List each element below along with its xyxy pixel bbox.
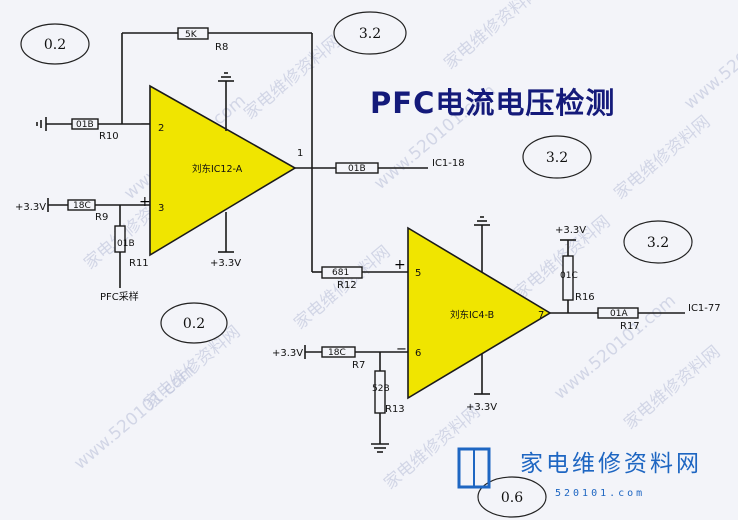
output-label: IC1-18 — [432, 158, 465, 169]
opamp-label: 刘东IC12-A — [192, 163, 243, 175]
voltage-bubble: 0.2 — [20, 23, 90, 65]
ground-symbol — [474, 216, 490, 272]
svg-text:R8: R8 — [215, 42, 228, 53]
svg-text:R10: R10 — [99, 131, 119, 142]
svg-text:681: 681 — [332, 268, 349, 278]
logo-text: 家电维修资料网 — [520, 451, 702, 477]
watermark-text: 家电维修资料网 — [620, 342, 724, 434]
resistor-ic1-18: 01B — [335, 162, 379, 174]
svg-text:R17: R17 — [620, 321, 640, 332]
svg-text:R7: R7 — [352, 360, 365, 371]
output-label: IC1-77 — [688, 303, 721, 314]
resistor-r8: 5K R8 — [177, 27, 228, 53]
plus-sign: + — [394, 257, 406, 273]
svg-text:3.2: 3.2 — [359, 26, 381, 42]
resistor-r13: 52B R13 — [372, 370, 405, 415]
logo-url: 520101.com — [555, 488, 645, 499]
ground-symbol — [218, 72, 234, 131]
svg-text:3.2: 3.2 — [647, 235, 669, 251]
watermark-layer: 家电维修资料网 家电维修资料网 家电维修资料网 家电维修资料网 家电维修资料网 … — [70, 0, 738, 494]
svg-text:01B: 01B — [117, 239, 135, 249]
svg-text:3.2: 3.2 — [546, 150, 568, 166]
svg-text:0.2: 0.2 — [44, 37, 66, 53]
opamp-label: 刘东IC4-B — [450, 309, 494, 321]
watermark-url: www.520101.com — [680, 1, 738, 114]
svg-text:R16: R16 — [575, 292, 595, 303]
svg-text:R9: R9 — [95, 212, 108, 223]
voltage-bubble: 3.2 — [522, 135, 592, 179]
supply-label: +3.3V — [555, 225, 586, 236]
ground-symbol — [371, 443, 389, 453]
ground-symbol — [36, 117, 47, 131]
pin-number: 5 — [415, 268, 421, 279]
svg-text:R11: R11 — [129, 258, 149, 269]
watermark-text: 家电维修资料网 — [240, 32, 344, 124]
svg-text:5K: 5K — [185, 30, 198, 40]
diagram-title: PFC电流电压检测 — [370, 86, 615, 120]
supply-label: +3.3V — [466, 402, 497, 413]
pin-number: 2 — [158, 123, 164, 134]
svg-text:18C: 18C — [73, 201, 91, 211]
svg-text:52B: 52B — [372, 384, 390, 394]
opamp-ic4-b — [407, 226, 552, 400]
pin-number: 6 — [415, 348, 421, 359]
watermark-url: www.520101.com — [70, 361, 199, 474]
site-logo: 家电维修资料网 520101.com — [457, 447, 702, 499]
svg-text:01B: 01B — [76, 120, 94, 130]
resistor-r7: 18C R7 — [321, 346, 365, 371]
pin-number: 1 — [297, 148, 303, 159]
opamp-ic12-a — [149, 84, 297, 257]
watermark-text: 家电维修资料网 — [440, 0, 544, 74]
supply-label: +3.3V — [272, 348, 303, 359]
svg-text:01C: 01C — [560, 271, 578, 281]
voltage-bubble: 3.2 — [623, 220, 693, 264]
voltage-bubble: 3.2 — [333, 11, 407, 55]
plus-sign: + — [139, 194, 151, 210]
svg-text:R12: R12 — [337, 280, 357, 291]
pin-number: 7 — [538, 310, 544, 321]
voltage-bubble: 0.6 — [477, 476, 547, 518]
resistor-r9: 18C R9 — [67, 199, 108, 223]
svg-text:R13: R13 — [385, 404, 405, 415]
svg-text:01B: 01B — [348, 164, 366, 174]
svg-text:18C: 18C — [328, 348, 346, 358]
resistor-r10: 01B R10 — [71, 118, 119, 142]
svg-text:0.6: 0.6 — [501, 490, 523, 506]
pfc-sample-label: PFC采样 — [100, 290, 139, 303]
pin-number: 3 — [158, 203, 164, 214]
watermark-text: 家电维修资料网 — [610, 112, 714, 204]
svg-text:0.2: 0.2 — [183, 316, 205, 332]
svg-text:01A: 01A — [610, 309, 628, 319]
supply-label: +3.3V — [210, 258, 241, 269]
voltage-bubble: 0.2 — [160, 302, 228, 344]
resistor-r16: 01C R16 — [560, 255, 595, 303]
minus-sign: − — [396, 342, 407, 357]
supply-label: +3.3V — [15, 202, 46, 213]
